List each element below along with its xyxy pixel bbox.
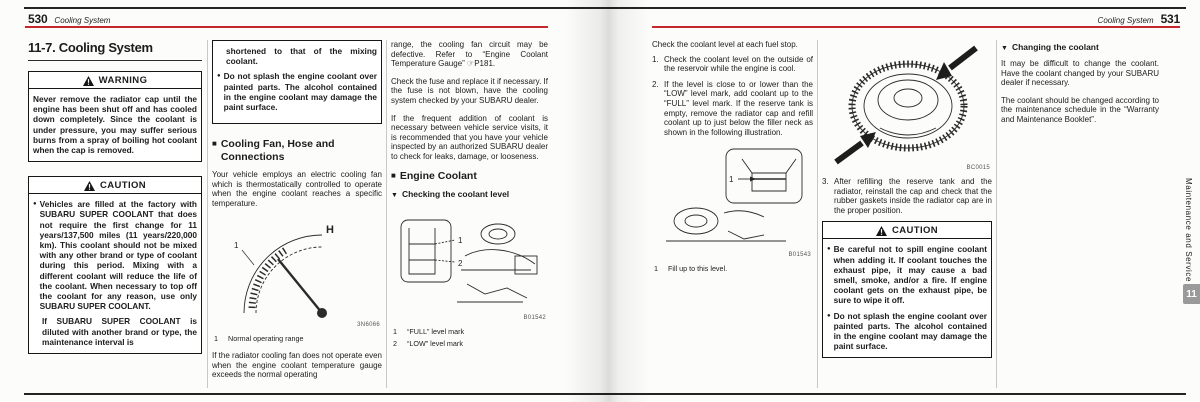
caution-bullet: ● Do not splash the engine coolant over … xyxy=(827,310,987,352)
caution-header: CAUTION xyxy=(823,222,991,240)
filler-neck-figure: 1 B01543 xyxy=(652,143,813,259)
caution-continued-text: shortened to that of the mixing coolant.… xyxy=(213,41,381,123)
left-column-3: range, the cooling fan circuit may be de… xyxy=(391,40,548,392)
figure-legend: 2 “LOW” level mark xyxy=(393,338,463,348)
caution-bullet: ● Do not splash the engine coolant over … xyxy=(217,71,377,113)
triangle-down-icon: ▼ xyxy=(1001,45,1008,52)
scan-edge-bottom xyxy=(24,393,1186,395)
warning-triangle-icon xyxy=(875,225,887,236)
engine-bay-figure: 1 2 B01542 xyxy=(391,206,548,322)
column-divider xyxy=(817,40,818,388)
changing-paragraph-1: It may be difficult to change the coolan… xyxy=(1001,59,1159,88)
chapter-sidebar-label: Maintenance and Service xyxy=(1184,178,1193,283)
right-header-rule xyxy=(652,26,1180,28)
left-header-rule xyxy=(25,26,548,28)
caution-title: CAUTION xyxy=(891,225,939,237)
warning-triangle-icon xyxy=(83,180,95,191)
bullet-icon: ● xyxy=(827,246,831,253)
section-square-icon: ■ xyxy=(212,139,217,149)
caution-title: CAUTION xyxy=(99,180,147,192)
figure-legend: 1 Normal operating range xyxy=(214,333,304,343)
right-column-3: ▼ Changing the coolant It may be difficu… xyxy=(1001,40,1159,392)
column-divider xyxy=(207,40,208,388)
caution-box-right: CAUTION ● Be careful not to spill engine… xyxy=(822,221,992,359)
figure-code: BC0015 xyxy=(966,165,990,171)
warning-box: WARNING Never remove the radiator cap un… xyxy=(28,71,202,163)
svg-text:1: 1 xyxy=(458,236,463,245)
bullet-icon: ● xyxy=(217,73,221,80)
right-page-header: Cooling System 531 xyxy=(652,12,1181,26)
caution-paragraph: If SUBARU SUPER COOLANT is diluted with … xyxy=(42,316,197,347)
right-column-2: BC0015 3. After refilling the reserve ta… xyxy=(822,40,992,392)
figure-legend: 1 “FULL” level mark xyxy=(393,327,465,337)
figure-legend: 1 Fill up to this level. xyxy=(654,264,728,274)
temperature-gauge-figure: H 1 3N6066 xyxy=(212,217,382,329)
svg-text:1: 1 xyxy=(729,175,734,184)
temperature-gauge-drawing: H 1 xyxy=(234,224,334,318)
engine-bay-drawing: 1 2 xyxy=(400,219,537,303)
section-square-icon: ■ xyxy=(391,170,396,180)
column-divider xyxy=(996,40,997,388)
subheading-changing-coolant: ▼ Changing the coolant xyxy=(1001,42,1099,52)
filler-neck-drawing: 1 xyxy=(665,148,802,242)
section-title: 11-7. Cooling System xyxy=(28,40,202,61)
left-column-2: shortened to that of the mixing coolant.… xyxy=(212,40,382,392)
fan-paragraph-2: If the radiator cooling fan does not ope… xyxy=(212,351,382,380)
heading-cooling-fan: ■ Cooling Fan, Hose and Connections xyxy=(212,138,335,163)
right-running-title: Cooling System xyxy=(1097,16,1154,25)
figure-code: B01542 xyxy=(523,315,546,322)
page-gutter-shadow xyxy=(565,0,649,402)
left-page-header: 530 Cooling System xyxy=(28,12,110,26)
fan-paragraph-1: Your vehicle employs an electric cooling… xyxy=(212,170,382,208)
warning-triangle-icon xyxy=(82,75,94,86)
chapter-tab: 11 xyxy=(1183,284,1200,304)
left-page-number: 530 xyxy=(28,12,48,26)
caution-box-continued: shortened to that of the mixing coolant.… xyxy=(212,40,382,125)
warning-header: WARNING xyxy=(29,72,201,89)
bullet-icon: ● xyxy=(33,201,37,208)
svg-text:1: 1 xyxy=(234,241,239,250)
coolant-intro: Check the coolant level at each fuel sto… xyxy=(652,40,798,49)
fan-paragraph-5: If the frequent addition of coolant is n… xyxy=(391,113,548,161)
radiator-cap-drawing xyxy=(834,45,978,165)
left-running-title: Cooling System xyxy=(54,16,111,25)
caution-text: ● Be careful not to spill engine coolant… xyxy=(823,239,991,357)
svg-text:2: 2 xyxy=(458,259,463,268)
column-divider xyxy=(386,40,387,388)
svg-text:H: H xyxy=(326,224,334,236)
triangle-down-icon: ▼ xyxy=(391,192,398,200)
caution-box-left: CAUTION ● Vehicles are filled at the fac… xyxy=(28,176,202,355)
caution-continuation: shortened to that of the mixing coolant. xyxy=(226,46,377,67)
left-column-1: 11-7. Cooling System WARNING Never remov… xyxy=(28,40,202,392)
caution-header: CAUTION xyxy=(29,177,201,195)
subheading-checking-level: ▼ Checking the coolant level xyxy=(391,189,510,200)
figure-code: 3N6066 xyxy=(357,321,380,328)
step-item-2: 2. If the level is close to or lower tha… xyxy=(652,79,813,137)
right-column-1: Check the coolant level at each fuel sto… xyxy=(652,40,813,392)
heading-engine-coolant: ■ Engine Coolant xyxy=(391,169,477,182)
bullet-icon: ● xyxy=(827,312,831,319)
fan-paragraph-4: Check the fuse and replace it if necessa… xyxy=(391,76,548,105)
figure-code: B01543 xyxy=(788,252,811,259)
radiator-cap-figure: BC0015 xyxy=(822,40,992,172)
fan-paragraph-3: range, the cooling fan circuit may be de… xyxy=(391,40,548,69)
step-item-3: 3. After refilling the reserve tank and … xyxy=(822,177,992,215)
caution-text: ● Vehicles are filled at the factory wit… xyxy=(29,194,201,353)
warning-text: Never remove the radiator cap until the … xyxy=(33,94,197,156)
scan-edge-top xyxy=(24,7,1186,9)
changing-paragraph-2: The coolant should be changed according … xyxy=(1001,95,1159,124)
caution-bullet: ● Be careful not to spill engine coolant… xyxy=(827,244,987,306)
warning-title: WARNING xyxy=(98,75,148,86)
right-page-number: 531 xyxy=(1160,12,1181,26)
step-item-1: 1. Check the coolant level on the outsid… xyxy=(652,54,813,74)
caution-bullet: ● Vehicles are filled at the factory wit… xyxy=(33,199,197,312)
